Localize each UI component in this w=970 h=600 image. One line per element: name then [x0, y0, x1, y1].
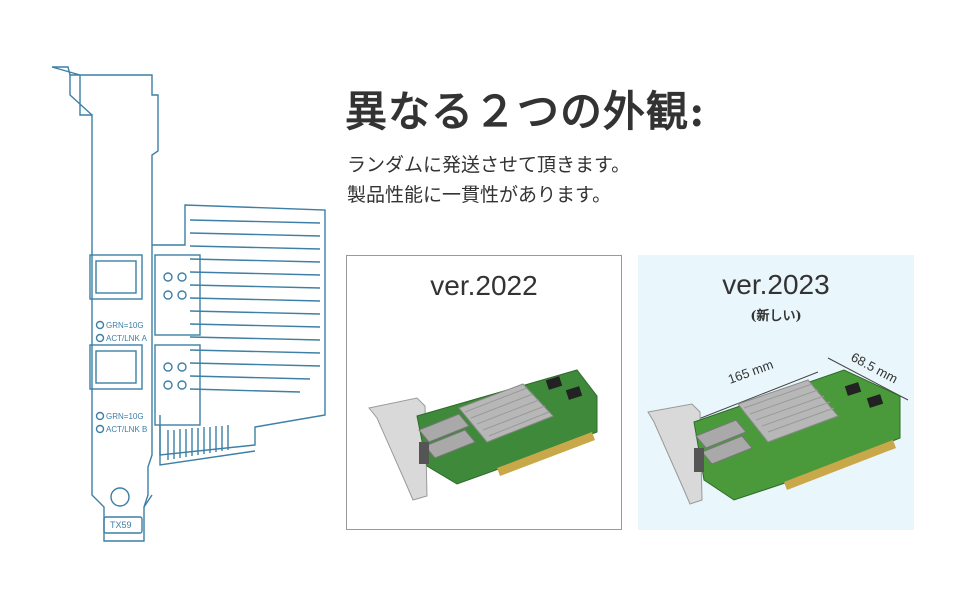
- version-2022-label: ver.2022: [430, 270, 538, 301]
- version-2023-panel: ver.2023 (新しい) 165 mm 68.5 mm: [638, 255, 914, 530]
- page-heading: 異なる２つの外観:: [345, 87, 706, 136]
- drawing-label-act-b: ACT/LNK B: [106, 425, 147, 434]
- length-dimension: 165 mm: [726, 357, 775, 387]
- subtitle-line-1: ランダムに発送させて頂きます。: [347, 154, 631, 176]
- nic-line-drawing: GRN=10G ACT/LNK A GRN=10G ACT/LNK B TX59: [51, 66, 326, 542]
- drawing-label-grn-a: GRN=10G: [106, 321, 144, 330]
- nic-photo-2022: [368, 369, 598, 501]
- subtitle-line-2: 製品性能に一貫性があります。: [347, 184, 612, 206]
- version-2022-panel: ver.2022: [346, 255, 622, 530]
- new-badge: (新しい): [750, 309, 802, 324]
- drawing-label-grn-b: GRN=10G: [106, 412, 144, 421]
- drawing-label-act-a: ACT/LNK A: [106, 334, 148, 343]
- drawing-model-label: TX59: [110, 520, 132, 530]
- version-2023-label: ver.2023: [722, 269, 830, 300]
- nic-photo-2023: 165 mm 68.5 mm: [647, 349, 909, 505]
